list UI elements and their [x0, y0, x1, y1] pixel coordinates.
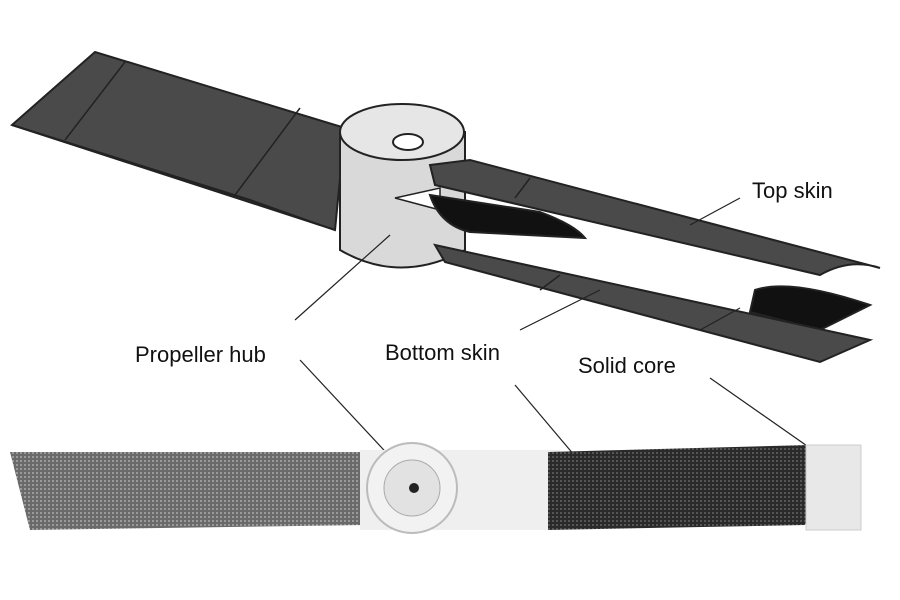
label-bottom-skin: Bottom skin — [385, 340, 500, 365]
left-blade — [10, 50, 347, 232]
propeller-hub-3d — [339, 103, 466, 269]
solid-core-far — [748, 285, 873, 332]
label-solid-core: Solid core — [578, 353, 676, 378]
solid-core-near — [428, 193, 588, 240]
propeller-photo — [10, 442, 862, 534]
bottom-skin — [432, 243, 874, 364]
top-skin — [428, 158, 881, 277]
leader-lines — [294, 197, 821, 463]
label-propeller-hub: Propeller hub — [135, 342, 266, 367]
label-top-skin: Top skin — [752, 178, 833, 203]
